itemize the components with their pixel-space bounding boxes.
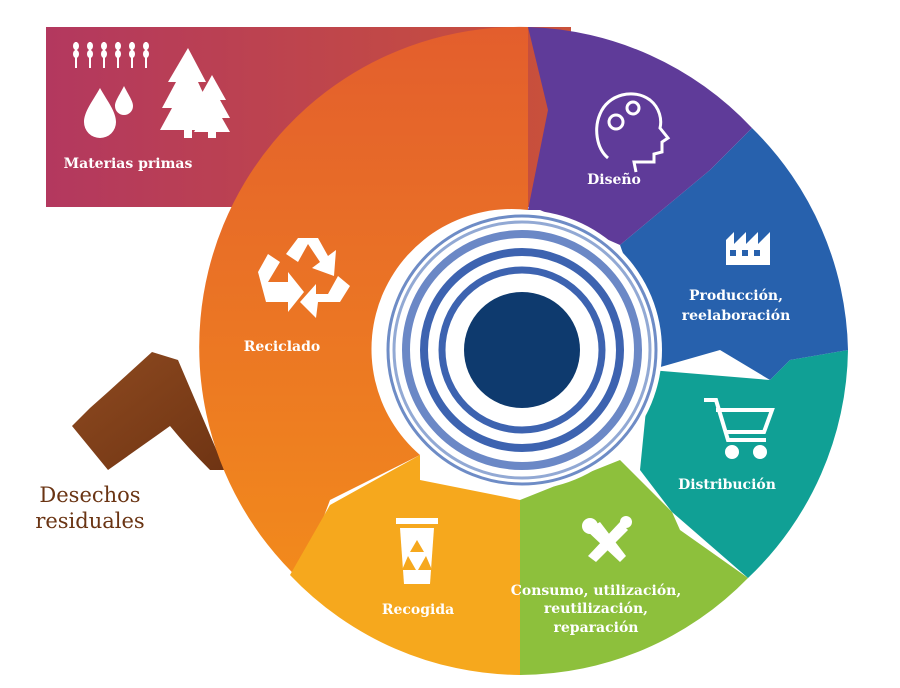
center-dot xyxy=(464,292,580,408)
segment-reciclado xyxy=(199,26,529,581)
segment-consumo xyxy=(520,460,748,675)
stage-label-produccion-line2: reelaboración xyxy=(682,308,791,324)
residual-waste-label-line1: Desechos xyxy=(39,483,140,507)
residual-waste-arrow xyxy=(72,352,225,470)
stage-label-distribucion: Distribución xyxy=(678,477,776,493)
stage-label-consumo-line1: Consumo, utilización, xyxy=(511,583,681,599)
stage-label-diseno: Diseño xyxy=(587,171,641,188)
trees-icon xyxy=(160,48,230,138)
head-gears-icon xyxy=(595,92,671,173)
center-target xyxy=(382,210,662,490)
stage-label-consumo-line3: reparación xyxy=(554,620,639,636)
raw-materials-label: Materias primas xyxy=(64,156,193,172)
stage-label-reciclado: Reciclado xyxy=(244,339,320,355)
segment-distribucion xyxy=(640,350,848,578)
shopping-cart-icon xyxy=(704,398,775,459)
recycle-bin-icon xyxy=(396,518,438,584)
stage-label-consumo-line2: reutilización, xyxy=(544,601,648,617)
segment-diseno xyxy=(528,27,752,245)
wheat-icon xyxy=(73,42,149,68)
residual-waste-label-line2: residuales xyxy=(35,509,144,533)
tools-icon xyxy=(582,516,632,562)
stage-label-recogida: Recogida xyxy=(382,602,454,618)
stage-label-produccion-line1: Producción, xyxy=(689,288,783,304)
factory-icon xyxy=(726,232,770,265)
water-drop-icon xyxy=(84,86,133,138)
recycle-icon xyxy=(258,238,350,318)
